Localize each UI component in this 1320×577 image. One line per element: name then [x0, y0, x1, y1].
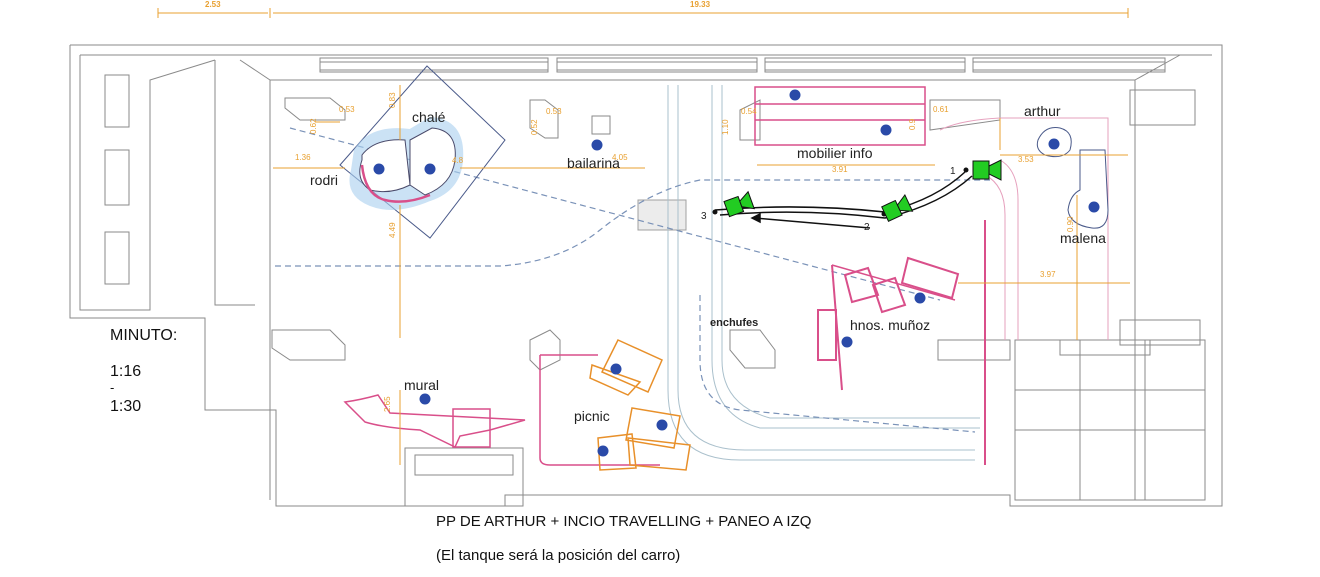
dolly-track: [667, 85, 980, 461]
dim-0-53-a: 0.53: [339, 105, 355, 114]
minute-start: 1:16: [110, 363, 142, 380]
minute-end: 1:30: [110, 398, 142, 415]
dim-0-9: 0.9: [908, 118, 917, 130]
label-malena: malena: [1060, 230, 1106, 246]
camera-point-3: [712, 209, 718, 215]
dim-0-83: 0.83: [388, 92, 397, 108]
label-enchufes: enchufes: [710, 317, 758, 329]
hnos-munoz-set: [817, 256, 960, 391]
minute-title: MINUTO:: [110, 327, 178, 344]
label-hnos-munoz: hnos. muñoz: [850, 317, 930, 333]
dim-0-52: 0.52: [530, 119, 539, 135]
label-mural: mural: [404, 377, 439, 393]
label-mobilier-info: mobilier info: [797, 145, 873, 161]
mural-set: [343, 394, 526, 449]
caption-line-1: PP DE ARTHUR + INCIO TRAVELLING + PANEO …: [436, 513, 812, 530]
dim-0-54: 0.54: [741, 107, 757, 116]
label-rodri: rodri: [310, 172, 338, 188]
top-dim-right: 19.33: [690, 0, 711, 9]
label-picnic: picnic: [574, 408, 610, 424]
dim-2-65: 2.65: [383, 396, 392, 412]
arthur-malena-outlines: [1036, 127, 1109, 229]
dim-3-53: 3.53: [1018, 155, 1034, 164]
dim-4-8: 4.8: [452, 156, 464, 165]
dim-3-97: 3.97: [1040, 270, 1056, 279]
mobilier-info-set: [754, 86, 926, 146]
camera-position-3: 3: [701, 211, 707, 222]
dim-3-91: 3.91: [832, 165, 848, 174]
camera-icon: [972, 159, 1002, 181]
top-dim-left: 2.53: [205, 0, 221, 9]
camera-travel-path: [714, 171, 973, 229]
camera-point-1: [963, 167, 969, 173]
camera-position-1: 1: [950, 166, 956, 177]
dim-0-62: 0.62: [309, 118, 318, 134]
label-bailarina: bailarina: [567, 155, 620, 171]
dim-0-61: 0.61: [933, 105, 949, 114]
caption-line-2: (El tanque será la posición del carro): [436, 547, 681, 564]
top-dimension-lines: [157, 8, 1129, 18]
camera-icon: [881, 193, 914, 222]
camera-position-2: 2: [864, 222, 870, 233]
label-chale: chalé: [412, 109, 446, 125]
dim-1-10: 1.10: [721, 119, 730, 135]
dim-1-36: 1.36: [295, 153, 311, 162]
picnic-set: [539, 339, 691, 471]
minute-separator: -: [110, 380, 115, 395]
dim-0-53-b: 0.53: [546, 107, 562, 116]
dimension-lines: [273, 85, 1130, 465]
label-arthur: arthur: [1024, 103, 1061, 119]
dim-4-05: 4.05: [612, 153, 628, 162]
dim-4-49: 4.49: [388, 222, 397, 238]
building-outline: [69, 44, 1223, 507]
dim-0-90: 0.90: [1066, 216, 1075, 232]
actor-positions: [373, 89, 1100, 457]
camera-icon: [723, 190, 755, 218]
chale-set: [339, 65, 506, 239]
